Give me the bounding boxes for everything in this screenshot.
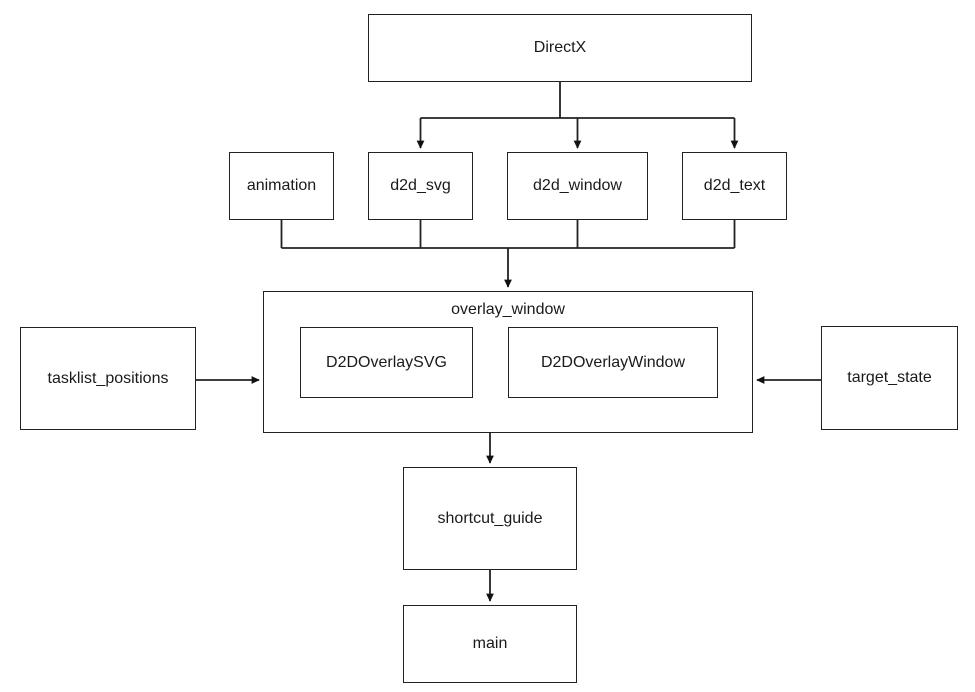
node-tasklist-positions-label: tasklist_positions	[47, 369, 169, 387]
node-d2doverlaywindow[interactable]: D2DOverlayWindow	[508, 327, 718, 398]
node-animation-label: animation	[246, 177, 317, 195]
node-d2doverlaysvg[interactable]: D2DOverlaySVG	[300, 327, 473, 398]
node-d2d-text[interactable]: d2d_text	[682, 152, 787, 220]
node-directx[interactable]: DirectX	[368, 14, 752, 82]
group-overlay-window-label: overlay_window	[451, 301, 565, 318]
node-d2d-text-label: d2d_text	[703, 177, 766, 195]
node-d2d-window-label: d2d_window	[533, 177, 622, 195]
node-d2doverlaysvg-label: D2DOverlaySVG	[326, 353, 447, 371]
node-shortcut-guide[interactable]: shortcut_guide	[403, 467, 577, 570]
node-main-label: main	[472, 635, 508, 653]
node-target-state[interactable]: target_state	[821, 326, 958, 430]
node-main[interactable]: main	[403, 605, 577, 683]
node-d2d-svg[interactable]: d2d_svg	[368, 152, 473, 220]
node-d2d-window[interactable]: d2d_window	[507, 152, 648, 220]
node-d2d-svg-label: d2d_svg	[390, 177, 451, 195]
node-d2doverlaywindow-label: D2DOverlayWindow	[540, 353, 686, 371]
node-target-state-label: target_state	[847, 369, 932, 387]
node-tasklist-positions[interactable]: tasklist_positions	[20, 327, 196, 430]
node-shortcut-guide-label: shortcut_guide	[437, 509, 543, 527]
node-animation[interactable]: animation	[229, 152, 334, 220]
node-directx-label: DirectX	[533, 39, 587, 57]
